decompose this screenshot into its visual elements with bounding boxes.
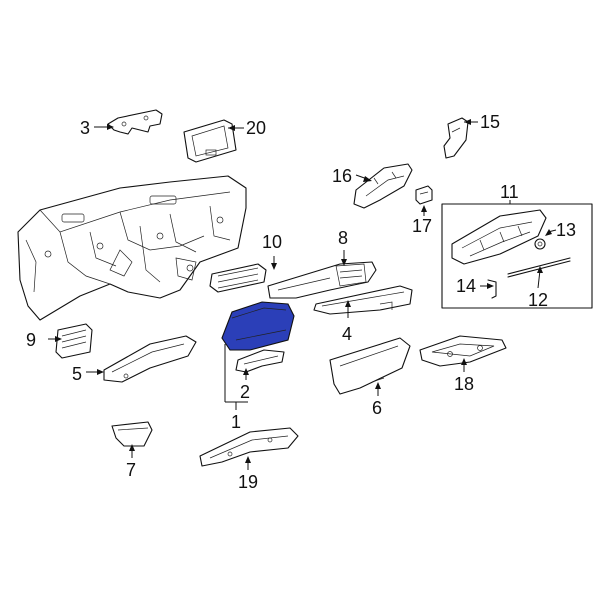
callout-13: 13 xyxy=(556,220,576,240)
part-5-lower-trim xyxy=(103,335,197,383)
part-18-center-tray xyxy=(419,335,507,367)
callout-4: 4 xyxy=(342,324,352,344)
callout-18: 18 xyxy=(454,374,474,394)
part-8-center-panel xyxy=(267,261,377,299)
part-1-cluster-hood xyxy=(221,301,295,351)
callout-20: 20 xyxy=(246,118,266,138)
part-6-knee-panel xyxy=(329,337,411,395)
callout-12: 12 xyxy=(528,290,548,310)
part-10-vent xyxy=(209,263,267,293)
callout-2: 2 xyxy=(240,382,250,402)
callout-3: 3 xyxy=(80,118,90,138)
part-3-bracket xyxy=(107,109,163,135)
part-2-cluster-bezel xyxy=(235,349,285,373)
callout-8: 8 xyxy=(338,228,348,248)
callout-19: 19 xyxy=(238,472,258,492)
callout-6: 6 xyxy=(372,398,382,418)
callout-15: 15 xyxy=(480,112,500,132)
callout-17: 17 xyxy=(412,216,432,236)
callout-5: 5 xyxy=(72,364,82,384)
part-7-small-cover xyxy=(111,421,153,447)
callout-11: 11 xyxy=(500,182,519,202)
part-20-display-bezel xyxy=(183,119,237,163)
callout-labels: 1 2 3 4 5 6 7 8 9 10 11 12 13 14 15 16 1… xyxy=(26,112,576,492)
leader-lines xyxy=(48,119,557,470)
callout-10: 10 xyxy=(262,232,282,252)
part-4-trim-strip xyxy=(313,285,413,315)
callout-16: 16 xyxy=(332,166,352,186)
callout-7: 7 xyxy=(126,460,136,480)
part-15-side-panel xyxy=(443,117,469,159)
part-19-lower-bracket xyxy=(199,427,299,467)
part-17-switch xyxy=(415,185,433,205)
part-16-side-cover xyxy=(353,163,413,209)
part-11-glove-box-group xyxy=(441,203,593,309)
part-9-left-vent xyxy=(55,323,93,359)
dashboard-frame xyxy=(17,175,247,321)
callout-14: 14 xyxy=(456,276,476,296)
callout-1: 1 xyxy=(231,412,241,432)
callout-9: 9 xyxy=(26,330,36,350)
